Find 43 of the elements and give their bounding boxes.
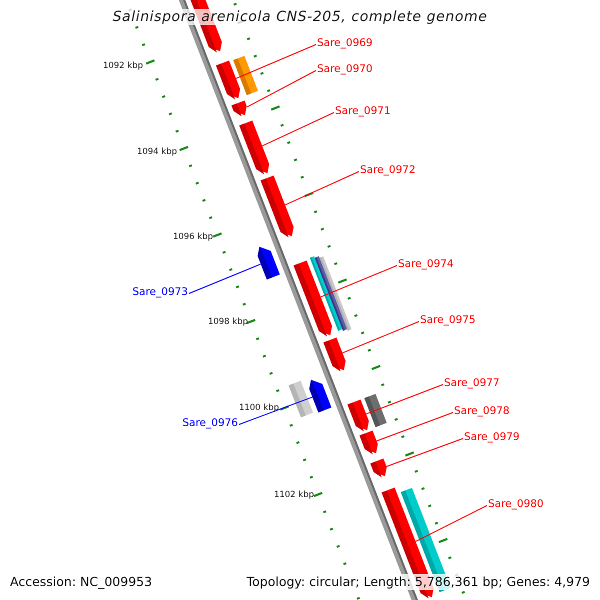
leader-line: [320, 265, 398, 298]
gene-label: Sare_0978: [454, 405, 510, 418]
gene-label: Sare_0969: [317, 37, 373, 50]
gene-block: [239, 120, 270, 174]
gene-block: [260, 175, 294, 238]
scale-label: 1094 kbp: [136, 147, 177, 158]
gene-label: Sare_0973: [132, 286, 188, 299]
leader-line: [246, 70, 316, 108]
leader-line: [238, 396, 313, 425]
gene-block: [348, 399, 369, 432]
scale-label: 1102 kbp: [274, 490, 314, 501]
scale-label: 1100 kbp: [238, 403, 279, 414]
gene-block: [360, 430, 378, 454]
leader-line: [236, 44, 316, 79]
gene-label: Sare_0971: [335, 105, 391, 118]
gene-block: [370, 458, 387, 478]
gene-label: Sare_0977: [444, 377, 500, 390]
scale-label: 1092 kbp: [102, 61, 143, 72]
gene-label: Sare_0974: [398, 258, 454, 271]
info-text: Accession: NC_009953: [10, 574, 152, 590]
leader-line: [284, 171, 360, 206]
gene-block: [323, 337, 346, 372]
gene-label: Sare_0976: [182, 417, 238, 430]
gene-block: [258, 246, 280, 280]
gene-label: Sare_0980: [488, 498, 544, 511]
gene-label: Sare_0975: [420, 314, 476, 327]
leader-line: [188, 264, 262, 294]
leader-line: [376, 412, 454, 442]
gene-block: [309, 380, 332, 413]
scale-label: 1098 kbp: [208, 317, 248, 328]
info-text: Topology: circular; Length: 5,786,361 bp; Genes: 4,979: [246, 574, 590, 590]
gene-block: [216, 60, 240, 100]
scale-label: 1096 kbp: [172, 232, 213, 243]
gene-label: Sare_0979: [464, 431, 520, 444]
leader-line: [366, 384, 444, 414]
leader-line: [386, 438, 464, 467]
gene-label: Sare_0970: [317, 63, 373, 76]
gene-block: [232, 100, 247, 116]
gene-block: [294, 260, 332, 336]
leader-line: [342, 321, 420, 354]
gene-label: Sare_0972: [360, 164, 416, 177]
leader-line: [415, 505, 488, 542]
leader-line: [262, 112, 334, 146]
